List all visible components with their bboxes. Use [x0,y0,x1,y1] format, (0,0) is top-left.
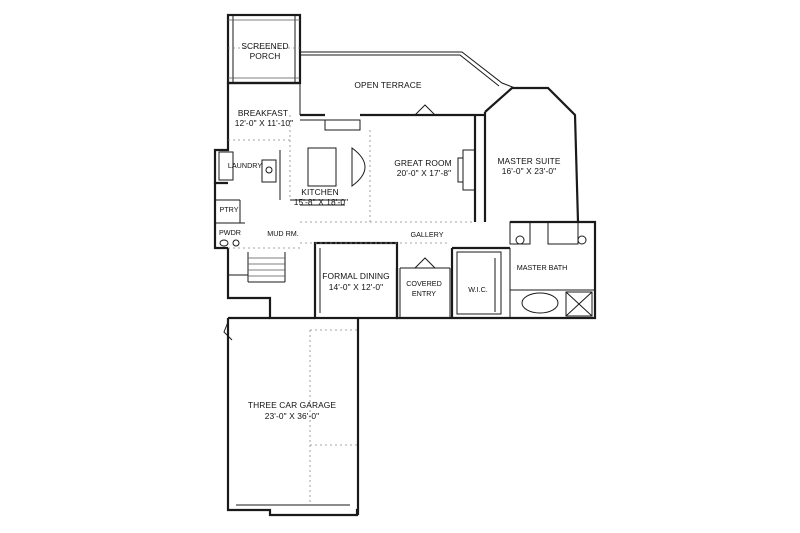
mud-rm-label: MUD RM. [267,229,299,238]
screened-porch-label-2: PORCH [250,51,281,61]
covered-entry-label-2: ENTRY [412,289,436,298]
main-walls [213,81,597,320]
pwdr-label: PWDR [219,228,241,237]
breakfast-dims: 12'-0" X 11'-10" [235,118,294,128]
kitchen-label: KITCHEN [301,187,338,197]
breakfast-label: BREAKFAST [238,108,288,118]
ptry-label: PTRY [219,205,238,214]
master-suite-dims: 16'-0" X 23'-0" [502,166,556,176]
garage-area [223,316,360,517]
master-suite-label: MASTER SUITE [497,156,560,166]
gallery-label: GALLERY [410,230,443,239]
open-terrace-label: OPEN TERRACE [354,80,421,90]
formal-dining-dims: 14'-0" X 12'-0" [329,282,383,292]
garage-label: THREE CAR GARAGE [248,400,336,410]
screened-porch-label-1: SCREENED [241,41,288,51]
garage-dims: 23'-0" X 36'-0" [265,411,319,421]
laundry-label: LAUNDRY [228,161,262,170]
great-room-dims: 20'-0" X 17'-8" [397,168,451,178]
covered-entry-label-1: COVERED [406,279,442,288]
interior-features [218,104,476,249]
master-bath-label: MASTER BATH [517,263,568,272]
room-labels: SCREENED PORCH OPEN TERRACE BREAKFAST 12… [219,41,567,421]
great-room-label: GREAT ROOM [394,158,451,168]
wic-label: W.I.C. [468,285,488,294]
formal-dining-label: FORMAL DINING [322,271,390,281]
kitchen-dims: 15'-8" X 18'-0" [294,197,348,207]
